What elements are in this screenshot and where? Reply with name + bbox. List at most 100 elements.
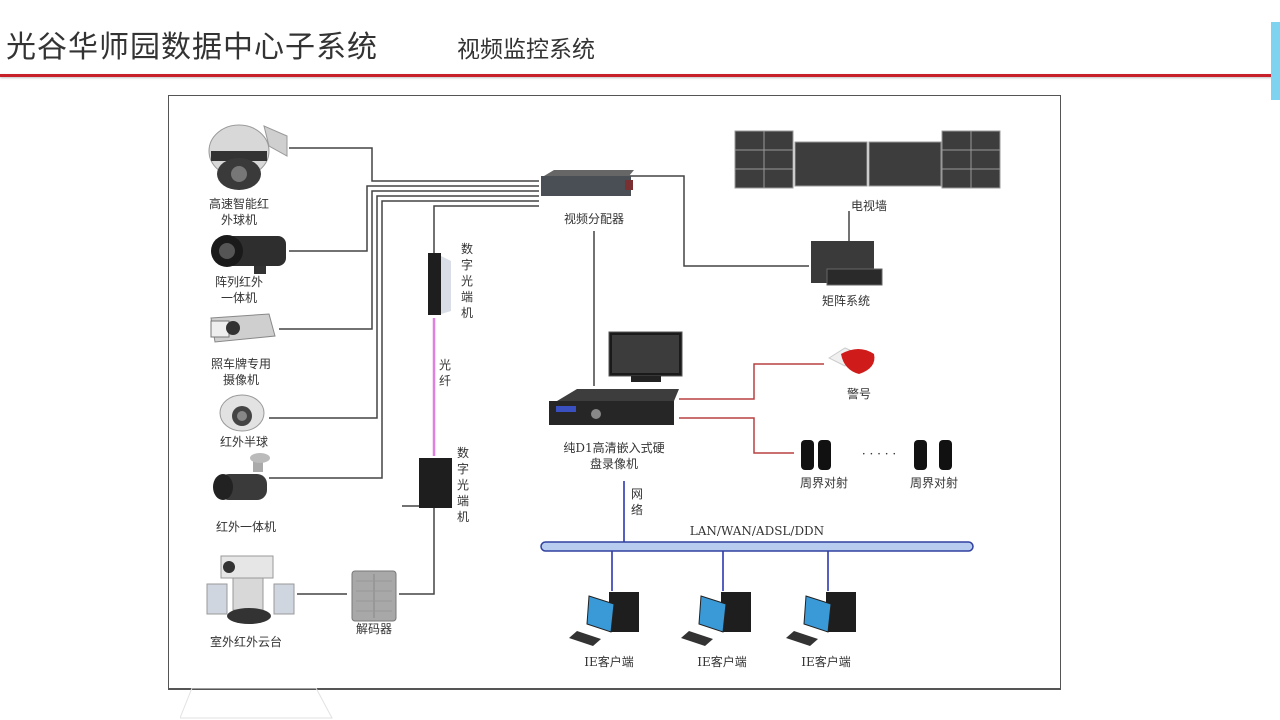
perimeter-beam-2[interactable]: 周界对射 bbox=[910, 440, 958, 490]
tv-wall[interactable]: 电视墙 bbox=[734, 130, 1001, 213]
perimeter-label: 周界对射 bbox=[910, 475, 958, 490]
siren-icon bbox=[827, 347, 875, 374]
side-tab[interactable] bbox=[1271, 22, 1280, 100]
frame-stand bbox=[180, 688, 333, 719]
camera-label: 高速智能红 bbox=[209, 196, 269, 211]
client-label: IE客户端 bbox=[697, 654, 747, 669]
dvr[interactable]: 纯D1高清嵌入式硬 盘录像机 bbox=[549, 389, 679, 471]
wire-ir-bullet bbox=[269, 200, 539, 479]
optical-top-char: 光 bbox=[461, 274, 473, 288]
video-splitter[interactable]: 视频分配器 bbox=[541, 170, 634, 226]
wire-plate-camera bbox=[279, 190, 539, 330]
perimeter-sensor-icon bbox=[801, 440, 831, 470]
ir-dome-camera-icon bbox=[219, 394, 265, 432]
splitter-label: 视频分配器 bbox=[564, 211, 624, 226]
fiber-char: 纤 bbox=[439, 374, 451, 388]
alarm-siren[interactable]: 警号 bbox=[827, 347, 875, 401]
camera-array-ir[interactable]: 阵列红外 一体机 bbox=[211, 235, 286, 305]
alarm-wiring bbox=[679, 363, 824, 454]
monitor-icon bbox=[608, 331, 683, 382]
optical-bottom-char: 光 bbox=[457, 478, 469, 492]
tv-wall-icon bbox=[734, 130, 1001, 189]
array-ir-camera-icon bbox=[211, 235, 286, 274]
client-label: IE客户端 bbox=[801, 654, 851, 669]
ie-client-3[interactable]: IE客户端 bbox=[786, 592, 856, 669]
optical-bottom-char: 字 bbox=[457, 461, 469, 476]
alarm-label: 警号 bbox=[847, 386, 871, 401]
matrix-system[interactable]: 矩阵系统 bbox=[811, 241, 883, 308]
desktop-pc-icon bbox=[786, 592, 856, 646]
ie-client-1[interactable]: IE客户端 bbox=[569, 592, 639, 669]
camera-label: 一体机 bbox=[221, 291, 257, 305]
desktop-pc-icon bbox=[569, 592, 639, 646]
camera-label: 红外一体机 bbox=[216, 519, 276, 534]
tv-wall-label: 电视墙 bbox=[851, 198, 887, 213]
camera-speed-dome[interactable]: 高速智能红 外球机 bbox=[208, 124, 288, 227]
optical-bottom-char: 端 bbox=[457, 494, 469, 508]
wire-dvr-perimeter bbox=[679, 417, 794, 454]
wire-optical-top bbox=[433, 205, 539, 259]
optical-top-label: 数 字 光 端 机 bbox=[461, 241, 473, 320]
header-divider bbox=[0, 74, 1272, 77]
decoder[interactable]: 解码器 bbox=[351, 570, 397, 636]
optical-transceiver-top[interactable]: 数 字 光 端 机 bbox=[428, 241, 473, 320]
network-char: 络 bbox=[631, 502, 643, 517]
speed-dome-camera-icon bbox=[208, 124, 288, 190]
diagram-frame: LAN/WAN/ADSL/DDN 高速智能红 外球机 阵列红外 一体机 照车牌专… bbox=[168, 95, 1061, 690]
dvr-label: 纯D1高清嵌入式硬 bbox=[563, 440, 664, 455]
optical-transceiver-icon bbox=[419, 458, 452, 508]
ptz-label: 室外红外云台 bbox=[210, 634, 282, 649]
perimeter-label: 周界对射 bbox=[800, 475, 848, 490]
optical-bottom-char: 机 bbox=[457, 510, 469, 524]
network-bus bbox=[540, 541, 974, 552]
decoder-label: 解码器 bbox=[356, 622, 392, 636]
network-char: 网 bbox=[631, 487, 643, 501]
wire-array-ir bbox=[289, 185, 539, 252]
wire-speed-dome bbox=[289, 147, 539, 182]
ie-client-2[interactable]: IE客户端 bbox=[681, 592, 751, 669]
camera-ir-bullet[interactable]: 红外一体机 bbox=[213, 453, 276, 534]
camera-label: 外球机 bbox=[221, 213, 257, 227]
optical-top-char: 数 bbox=[461, 241, 473, 256]
license-plate-camera-icon bbox=[210, 313, 276, 343]
optical-transceiver-icon bbox=[428, 253, 441, 315]
rack-device-icon bbox=[541, 170, 634, 196]
perimeter-beam-1[interactable]: 周界对射 bbox=[800, 440, 848, 490]
wire-splitter-matrix bbox=[629, 175, 809, 267]
wire-dvr-alarm bbox=[679, 363, 824, 400]
camera-license-plate[interactable]: 照车牌专用 摄像机 bbox=[210, 313, 276, 387]
ir-bullet-camera-icon bbox=[213, 453, 270, 500]
page-subtitle: 视频监控系统 bbox=[457, 37, 595, 63]
optical-bottom-label: 数 字 光 端 机 bbox=[457, 445, 469, 524]
dvr-label: 盘录像机 bbox=[590, 456, 638, 471]
decoder-icon bbox=[351, 570, 397, 622]
wire-optical-decoder bbox=[399, 505, 435, 595]
system-diagram: LAN/WAN/ADSL/DDN 高速智能红 外球机 阵列红外 一体机 照车牌专… bbox=[206, 124, 1001, 669]
ptz-camera-icon bbox=[206, 555, 295, 624]
wire-ir-dome bbox=[269, 195, 539, 419]
page-title: 光谷华师园数据中心子系统 bbox=[6, 30, 378, 65]
network-label: 网 络 bbox=[631, 487, 643, 517]
camera-label: 阵列红外 bbox=[215, 274, 263, 289]
fiber-label: 光 纤 bbox=[439, 358, 451, 388]
camera-label: 红外半球 bbox=[220, 434, 268, 449]
fiber-char: 光 bbox=[439, 358, 451, 372]
desktop-pc-icon bbox=[681, 592, 751, 646]
camera-label: 照车牌专用 bbox=[211, 356, 271, 371]
optical-top-char: 端 bbox=[461, 290, 473, 304]
dvr-icon bbox=[549, 389, 679, 425]
perimeter-ellipsis: · · · · · bbox=[862, 447, 896, 461]
outdoor-ptz[interactable]: 室外红外云台 bbox=[206, 555, 295, 649]
optical-transceiver-bottom[interactable]: 数 字 光 端 机 bbox=[419, 445, 469, 524]
transceiver-shadow bbox=[441, 256, 451, 314]
camera-ir-dome[interactable]: 红外半球 bbox=[219, 394, 268, 449]
monitor[interactable] bbox=[608, 331, 683, 382]
camera-label: 摄像机 bbox=[223, 372, 259, 387]
client-label: IE客户端 bbox=[584, 654, 634, 669]
matrix-device-icon bbox=[811, 241, 883, 286]
optical-top-char: 字 bbox=[461, 257, 473, 272]
network-wiring bbox=[611, 481, 829, 591]
perimeter-sensor-icon bbox=[914, 440, 952, 470]
matrix-label: 矩阵系统 bbox=[822, 294, 870, 308]
camera-wiring bbox=[269, 147, 850, 595]
